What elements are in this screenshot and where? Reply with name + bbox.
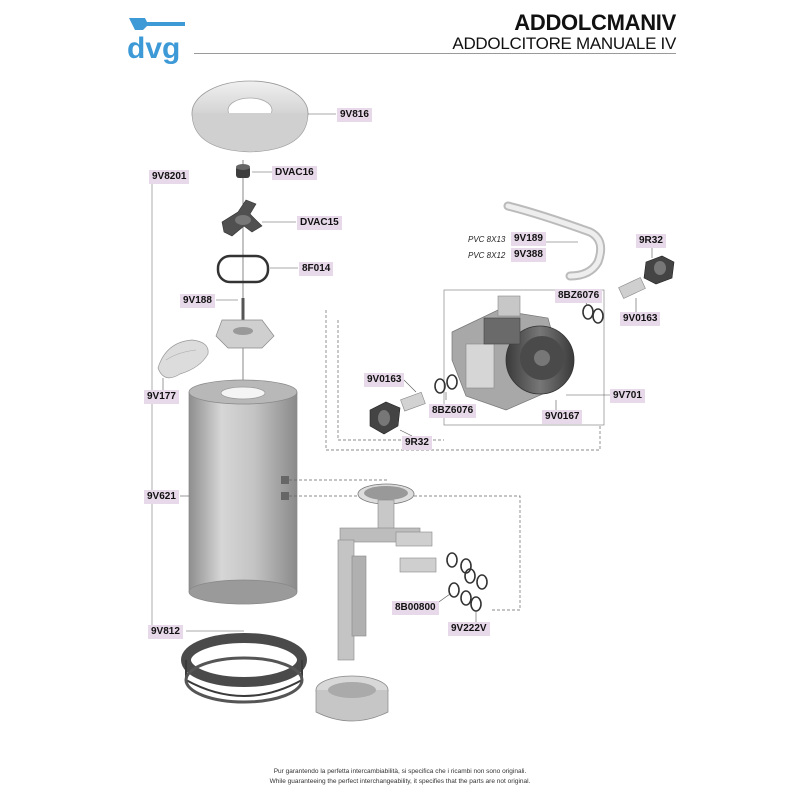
label-8BZ6076-top: 8BZ6076 [555,289,603,303]
header-divider [194,53,676,54]
pvc-8x13-note: PVC 8X13 [468,235,506,244]
gasket-part [216,254,270,284]
product-name: ADDOLCITORE MANUALE IV [452,34,676,53]
right-fittings-part [582,255,675,324]
label-8BZ6076-left: 8BZ6076 [429,404,477,418]
label-DVAC16: DVAC16 [272,166,317,180]
footer-english: While guaranteeing the perfect interchan… [269,778,531,785]
valve-body-part [451,295,575,411]
label-9V177: 9V177 [144,390,179,404]
pvc-8x12-note: PVC 8X12 [468,251,506,260]
label-9V621: 9V621 [144,490,179,504]
tank-part [188,379,298,605]
label-DVAC15: DVAC15 [297,216,342,230]
label-9V388: 9V388 [511,248,546,262]
inner-lid-part [215,298,275,349]
label-9R32-bottom: 9R32 [402,436,432,450]
label-9R32-top: 9R32 [636,234,666,248]
label-9V0167: 9V0167 [542,410,583,424]
knob-part [221,199,263,237]
cap-part [236,164,250,178]
label-9V189: 9V189 [511,232,546,246]
product-code: ADDOLCMANIV [514,10,676,35]
label-8F014: 8F014 [299,262,334,276]
label-9V812: 9V812 [148,625,183,639]
label-9V8201: 9V8201 [149,170,190,184]
tube-part [503,201,606,281]
footer-italian: Pur garantendo la perfetta intercambiabi… [273,768,527,775]
dvg-logo: dvg [127,18,185,64]
top-cover-part [191,80,309,153]
label-8B00800: 8B00800 [392,601,439,615]
clip-part [157,339,209,379]
o-rings-part [446,552,488,612]
label-9V701: 9V701 [610,389,645,403]
logo-text: dvg [127,32,180,64]
label-9V188: 9V188 [180,294,215,308]
base-ring-part [181,633,307,704]
left-fittings-part [369,374,458,435]
label-9V222V: 9V222V [448,622,490,636]
label-9V816: 9V816 [337,108,372,122]
label-9V0163-right: 9V0163 [620,312,661,326]
valve-frame [443,289,605,426]
label-9V0163-left: 9V0163 [364,373,405,387]
riser-assembly-part [315,483,437,722]
